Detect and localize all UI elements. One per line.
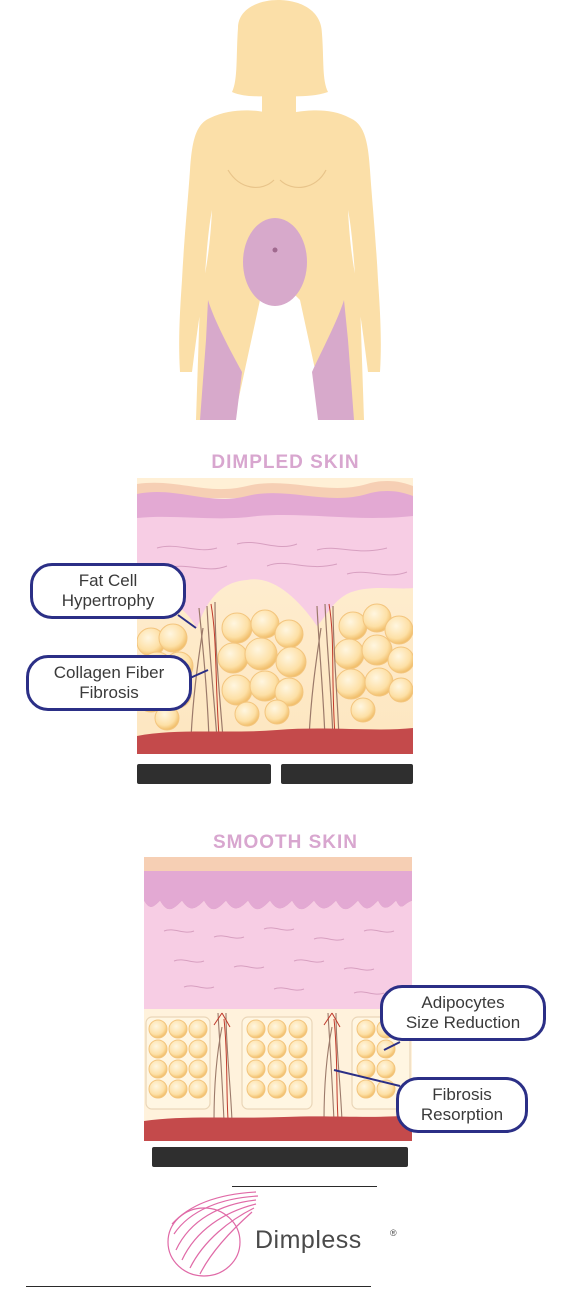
female-body-figure xyxy=(179,0,381,420)
smooth-muscle-layer xyxy=(144,1115,412,1141)
navel xyxy=(272,247,278,253)
left-thigh-treatment-zone xyxy=(200,300,242,420)
neck xyxy=(262,88,296,116)
logo-bottom-rule xyxy=(26,1286,371,1287)
dimpled-surface-band xyxy=(137,480,413,498)
dimpled-collagen-fibers xyxy=(190,601,340,739)
right-thigh-treatment-zone xyxy=(312,300,354,420)
logo-top-rule xyxy=(232,1186,377,1187)
smooth-collagen-fibers xyxy=(213,1012,343,1122)
smooth-surface-band xyxy=(144,857,412,871)
abdomen-treatment-zone xyxy=(243,218,307,306)
dimpless-logo-mark xyxy=(167,1191,259,1277)
smooth-skin-title: SMOOTH SKIN xyxy=(212,832,359,853)
dimpled-callout-leaders xyxy=(177,614,209,679)
chest-contour xyxy=(227,169,327,188)
smooth-dermis xyxy=(144,901,412,1009)
head-shape xyxy=(232,0,328,97)
dimpled-caption-bar-right xyxy=(281,764,413,784)
dimpless-logo-text: Dimpless xyxy=(255,1226,362,1254)
smooth-epidermis xyxy=(144,871,412,910)
smooth-fat-cells xyxy=(148,1019,396,1099)
registered-mark: ® xyxy=(390,1228,397,1238)
dimpled-caption-bar-left xyxy=(137,764,271,784)
smooth-caption-bar xyxy=(152,1147,408,1167)
dimpled-muscle-layer xyxy=(137,728,413,754)
smooth-callout-leaders xyxy=(333,1041,401,1087)
dimpled-skin-cross-section xyxy=(137,478,413,754)
dimpled-skin-title: DIMPLED SKIN xyxy=(211,452,360,473)
dimpled-dermis xyxy=(137,515,413,628)
